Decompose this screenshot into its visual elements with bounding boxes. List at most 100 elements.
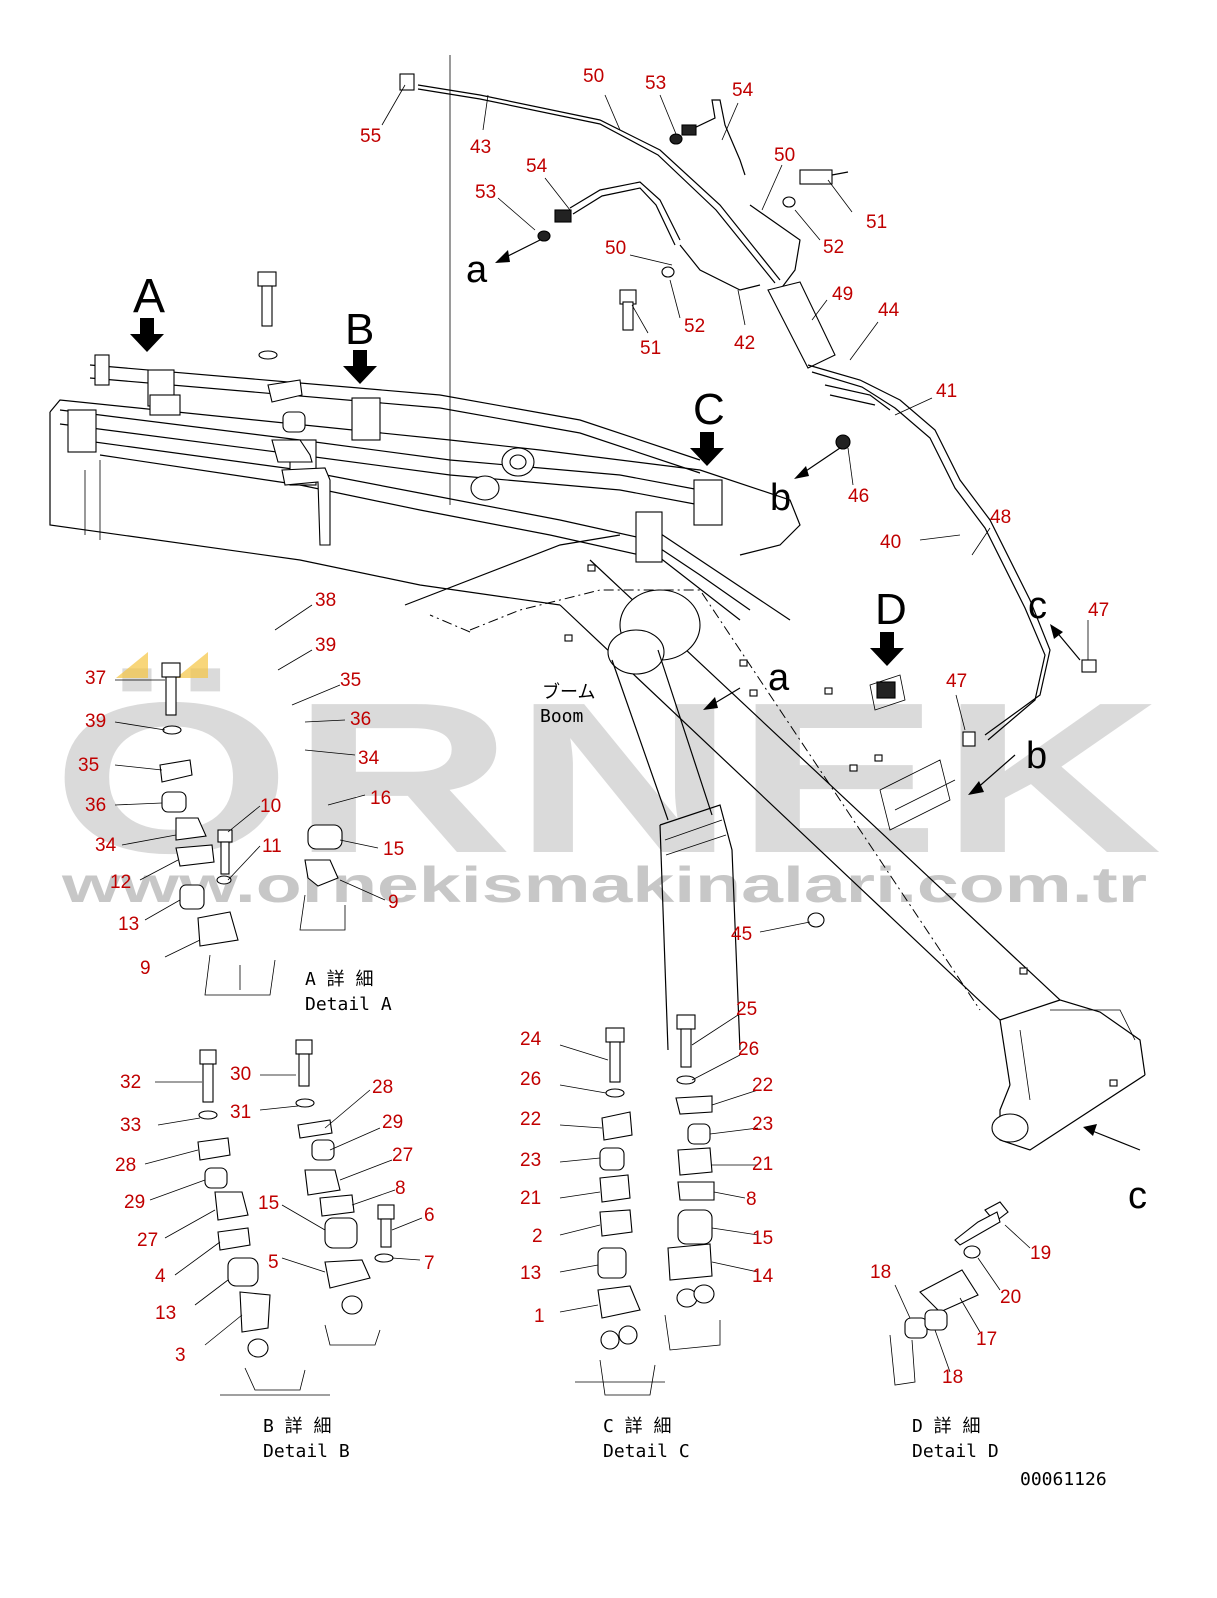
svg-text:35: 35 <box>78 755 99 776</box>
svg-text:B: B <box>345 305 374 354</box>
svg-text:36: 36 <box>350 709 371 730</box>
svg-text:15: 15 <box>258 1193 279 1214</box>
svg-text:47: 47 <box>1088 600 1109 621</box>
svg-text:26: 26 <box>520 1069 541 1090</box>
callouts-detail-d: 18 19 20 17 18 <box>870 1243 1051 1388</box>
arrow-c-icon: C <box>690 385 725 466</box>
caption-detail-a-jp: A 詳 細 <box>305 969 374 990</box>
svg-text:24: 24 <box>520 1029 542 1050</box>
detail-d-drawing <box>889 1201 1009 1386</box>
svg-text:34: 34 <box>358 748 380 769</box>
svg-text:ブーム: ブーム <box>542 681 595 703</box>
svg-text:49: 49 <box>832 284 853 305</box>
svg-text:b: b <box>1026 735 1047 777</box>
svg-text:21: 21 <box>520 1188 541 1209</box>
svg-text:a: a <box>466 249 488 291</box>
svg-text:1: 1 <box>534 1306 545 1327</box>
svg-text:8: 8 <box>395 1178 406 1199</box>
svg-text:54: 54 <box>732 80 754 101</box>
svg-text:9: 9 <box>140 958 151 979</box>
svg-text:10: 10 <box>260 796 281 817</box>
clamp-group-c <box>635 479 723 563</box>
callouts-detail-c: 24 26 22 23 21 2 13 1 25 26 22 23 21 8 1… <box>520 999 774 1327</box>
svg-text:42: 42 <box>734 333 755 354</box>
arrow-a-icon: A <box>130 270 165 352</box>
caption-detail-c-en: Detail C <box>603 1441 690 1462</box>
svg-text:54: 54 <box>526 156 548 177</box>
svg-text:44: 44 <box>878 300 900 321</box>
caption-detail-a-en: Detail A <box>305 994 392 1015</box>
svg-text:D: D <box>875 585 907 634</box>
connection-marks: a a b b c c <box>466 249 1147 1217</box>
svg-text:2: 2 <box>532 1226 543 1247</box>
svg-text:20: 20 <box>1000 1287 1021 1308</box>
svg-text:33: 33 <box>120 1115 141 1136</box>
svg-text:43: 43 <box>470 137 491 158</box>
callouts-detail-b: 32 33 28 29 27 4 13 3 30 31 28 29 27 8 1… <box>115 1064 435 1366</box>
detail-captions: A 詳 細 Detail A B 詳 細 Detail B C 詳 細 Deta… <box>263 969 999 1462</box>
svg-text:18: 18 <box>942 1367 963 1388</box>
svg-text:22: 22 <box>752 1075 773 1096</box>
callouts-main: 55 43 50 53 54 50 51 52 54 53 50 52 51 4… <box>360 66 1109 945</box>
clamp-d <box>876 681 896 699</box>
svg-text:39: 39 <box>315 635 336 656</box>
svg-text:5: 5 <box>268 1252 279 1273</box>
svg-text:40: 40 <box>880 532 901 553</box>
watermark-accent-icon <box>176 652 208 678</box>
svg-text:4: 4 <box>155 1266 166 1287</box>
svg-text:50: 50 <box>605 238 626 259</box>
svg-text:14: 14 <box>752 1266 774 1287</box>
clamp-group-a <box>67 354 181 453</box>
svg-text:21: 21 <box>752 1154 773 1175</box>
piping-assembly <box>399 73 1141 1151</box>
svg-text:13: 13 <box>155 1303 176 1324</box>
caption-detail-c-jp: C 詳 細 <box>603 1416 672 1437</box>
svg-text:28: 28 <box>115 1155 136 1176</box>
svg-text:32: 32 <box>120 1072 141 1093</box>
svg-text:25: 25 <box>736 999 757 1020</box>
svg-text:c: c <box>1128 1175 1147 1217</box>
svg-text:3: 3 <box>175 1345 186 1366</box>
svg-text:c: c <box>1028 585 1047 627</box>
svg-text:17: 17 <box>976 1329 997 1350</box>
svg-text:C: C <box>693 385 725 434</box>
svg-text:23: 23 <box>752 1114 773 1135</box>
svg-text:51: 51 <box>866 212 887 233</box>
detail-a-drawing <box>159 271 346 996</box>
svg-text:16: 16 <box>370 788 391 809</box>
watermark-url: www.ornekismakinalari.com.tr <box>60 857 1147 913</box>
svg-text:30: 30 <box>230 1064 251 1085</box>
svg-text:37: 37 <box>85 668 106 689</box>
svg-text:b: b <box>770 477 791 519</box>
svg-text:28: 28 <box>372 1077 393 1098</box>
caption-detail-b-jp: B 詳 細 <box>263 1416 332 1437</box>
svg-text:27: 27 <box>392 1145 413 1166</box>
svg-text:18: 18 <box>870 1262 891 1283</box>
svg-text:Boom: Boom <box>540 706 583 727</box>
svg-text:46: 46 <box>848 486 869 507</box>
watermark-accent-icon <box>116 652 148 678</box>
detail-b-drawing <box>197 1039 395 1396</box>
svg-text:50: 50 <box>583 66 604 87</box>
svg-text:45: 45 <box>731 924 752 945</box>
svg-text:12: 12 <box>110 872 131 893</box>
svg-text:15: 15 <box>383 839 404 860</box>
svg-text:47: 47 <box>946 671 967 692</box>
svg-text:31: 31 <box>230 1102 251 1123</box>
bolt-51-upper <box>799 169 849 185</box>
svg-text:23: 23 <box>520 1150 541 1171</box>
boom-drawing <box>49 55 1146 1151</box>
svg-text:9: 9 <box>388 892 399 913</box>
watermark-brand: ÖRNEK <box>52 657 1162 898</box>
svg-text:29: 29 <box>124 1192 145 1213</box>
svg-text:50: 50 <box>774 145 795 166</box>
arrow-d-icon: D <box>870 585 907 666</box>
svg-text:13: 13 <box>118 914 139 935</box>
arrow-b-icon: B <box>343 305 377 384</box>
svg-text:35: 35 <box>340 670 361 691</box>
leader-lines <box>114 84 1089 1373</box>
svg-text:11: 11 <box>262 836 282 857</box>
svg-text:8: 8 <box>746 1189 757 1210</box>
svg-text:39: 39 <box>85 711 106 732</box>
